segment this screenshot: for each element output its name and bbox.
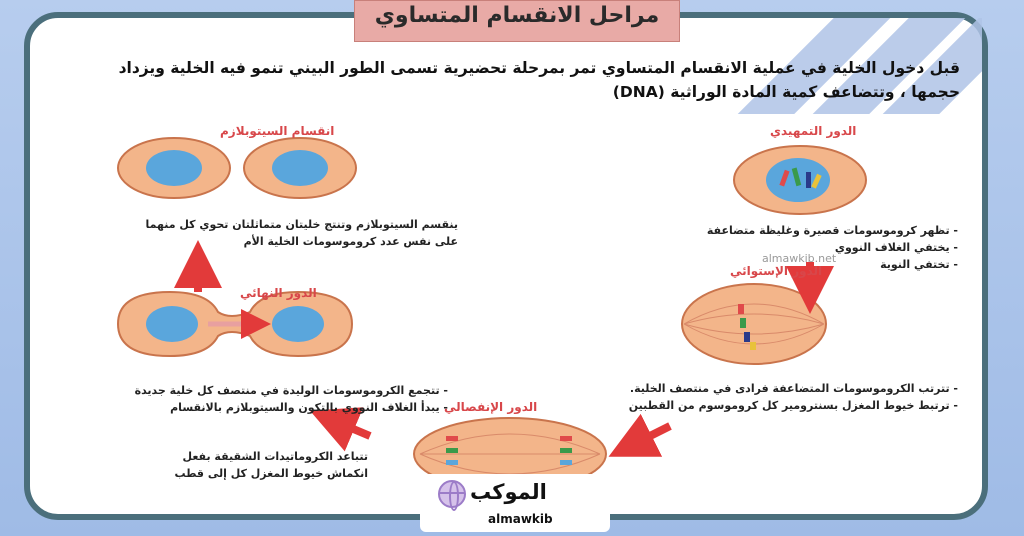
globe-icon [438,480,466,511]
intro-paragraph: قبل دخول الخلية في عملية الانقسام المتسا… [118,59,960,101]
telophase-cell [116,290,354,358]
prophase-title: الدور التمهيدي [770,124,857,138]
telophase-title: الدور النهائي [240,286,317,300]
telophase-description: - تتجمع الكروموسومات الوليدة في منتصف كل… [134,384,448,414]
logo-name: الموكب [470,480,547,504]
anaphase-cell [413,417,607,491]
arrow-metaphase-to-anaphase [608,413,672,457]
site-watermark: almawkib.net [762,252,837,265]
mitosis-diagram: الدور التمهيدي الدور الإستوائي الدور الإ… [70,114,962,491]
cytokinesis-title: انقسام السيتوبلازم [220,124,335,138]
arrow-anaphase-to-telophase [309,407,372,452]
metaphase-title: الدور الإستوائي [730,264,823,278]
prophase-description: - تظهر كروموسومات قصيرة وغليظة متضاعفة -… [706,224,958,271]
anaphase-title: الدور الإنفصالي [444,400,538,414]
cytokinesis-description: ينقسم السيتوبلازم وتنتج خليتان متماثلتان… [145,218,458,248]
cytokinesis-cells [117,137,357,199]
metaphase-cell [681,283,827,365]
mitosis-illustration [116,137,867,491]
anaphase-description: تتباعد الكروماتيدات الشقيقة بفعل انكماش … [174,450,368,480]
metaphase-description: - تترتب الكروموسومات المتضاعفة فرادى في … [628,382,958,412]
logo-latin: almawkib [488,512,553,526]
prophase-cell [733,145,867,215]
page-title: مراحل الانقسام المتساوي [354,0,680,42]
